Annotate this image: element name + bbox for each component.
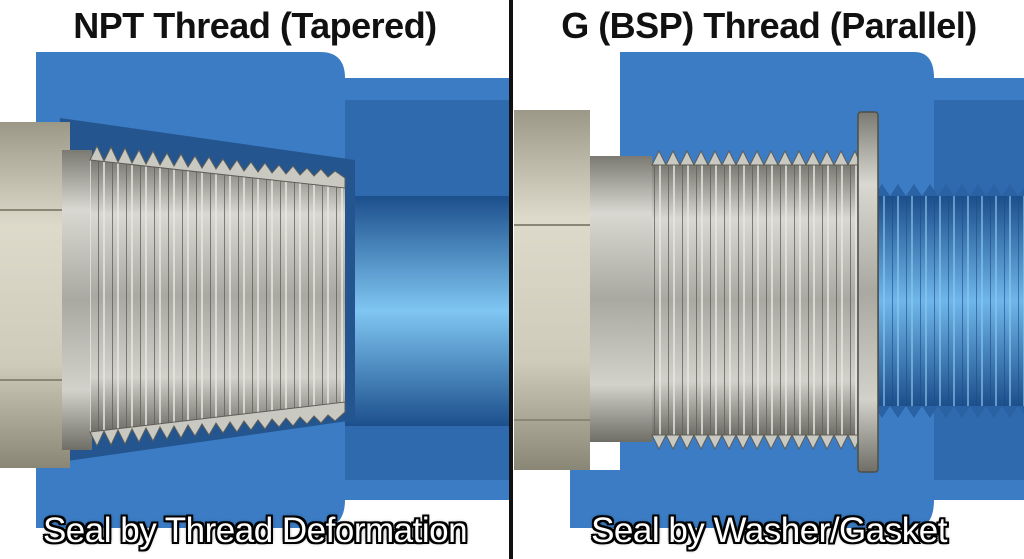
npt-caption: Seal by Thread Deformation bbox=[42, 511, 468, 550]
npt-panel: NPT Thread (Tapered) Seal by Thread Defo… bbox=[0, 0, 510, 559]
npt-title: NPT Thread (Tapered) bbox=[73, 5, 437, 46]
bsp-title: G (BSP) Thread (Parallel) bbox=[561, 5, 977, 46]
panel-divider bbox=[509, 0, 513, 559]
bsp-panel: G (BSP) Thread (Parallel) Seal by Washer… bbox=[514, 0, 1024, 559]
npt-fitting-illustration bbox=[0, 52, 510, 528]
bsp-caption: Seal by Washer/Gasket bbox=[591, 511, 947, 550]
bsp-fitting-illustration bbox=[514, 52, 1024, 528]
washer-gasket bbox=[857, 111, 879, 473]
